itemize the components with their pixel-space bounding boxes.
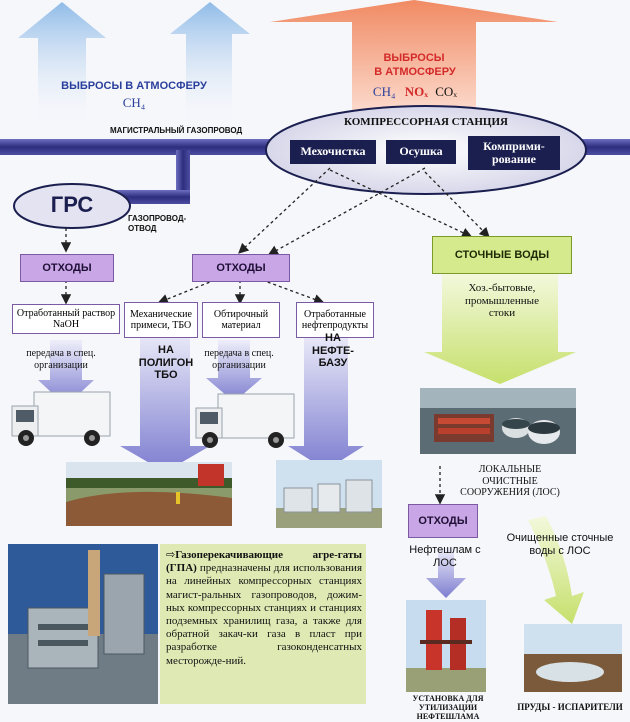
evaporation-ponds-photo xyxy=(524,624,622,692)
waste-box-1: ОТХОДЫ xyxy=(20,254,114,282)
grs-label: ГРС xyxy=(50,192,94,217)
emission-arrow-left-2 xyxy=(170,2,250,130)
truck-photo-2 xyxy=(195,393,295,448)
waste-box-3: ОТХОДЫ xyxy=(408,504,478,538)
waste-item-oil-products: Отработанные нефтепродукты xyxy=(296,302,374,338)
branch-pipe-label-line2: ОТВОД xyxy=(128,224,157,233)
landfill-photo xyxy=(66,462,232,526)
arrow-special-org-2 xyxy=(206,340,262,402)
main-pipeline-label: МАГИСТРАЛЬНЫЙ ГАЗОПРОВОД xyxy=(110,126,243,135)
step-compression: Комприми-рование xyxy=(468,136,560,170)
step-mechanical-cleaning: Мехочистка xyxy=(290,140,376,164)
truck-photo-1 xyxy=(11,391,111,446)
waste-item-naoh: Отработанный раствор NaOH xyxy=(12,304,120,334)
emission-left-gases: CH₄ xyxy=(122,95,146,110)
waste-item-mechanical: Механические примеси, ТБО xyxy=(124,302,198,338)
gpa-photo xyxy=(8,544,158,704)
flow-waste2-item1 xyxy=(157,279,216,304)
dest-special-org-1: передача в спец. организации xyxy=(26,348,96,371)
emission-arrow-right xyxy=(270,0,558,120)
emission-right-title-line1: ВЫБРОСЫ xyxy=(383,52,445,64)
emission-arrow-left xyxy=(18,2,106,130)
arrow-sludge xyxy=(426,548,466,598)
emission-right-gases: CH₄ NOₓ COₓ xyxy=(350,84,480,100)
flow-mech-waste xyxy=(238,167,331,254)
dest-special-org-2: передача в спец. организации xyxy=(204,348,274,371)
gpa-description-text: ⇨Газоперекачивающие агре-гаты (ГПА) пред… xyxy=(166,548,362,668)
treated-water-label: Очищенные сточные воды с ЛОС xyxy=(506,532,614,557)
dest-landfill: НА ПОЛИГОН ТБО xyxy=(138,344,194,382)
dest-oil-base: НА НЕФТЕ-БАЗУ xyxy=(312,332,354,370)
gas-cox: COₓ xyxy=(435,84,458,99)
gpa-description-title: Газоперекачивающие агре-гаты (ГПА) xyxy=(166,549,362,575)
branch-pipe-label-line1: ГАЗОПРОВОД- xyxy=(128,214,187,223)
branch-pipe-vertical xyxy=(176,150,190,202)
gas-nox: NOₓ xyxy=(404,84,428,99)
compressor-station-title: КОМПРЕССОРНАЯ СТАНЦИЯ xyxy=(344,116,508,128)
gpa-description-panel: ⇨Газоперекачивающие агре-гаты (ГПА) пред… xyxy=(160,544,366,704)
arrow-special-org-1 xyxy=(38,340,94,406)
emission-left-title: ВЫБРОСЫ В АТМОСФЕРУ xyxy=(61,80,207,92)
gpa-arrow-icon: ⇨ xyxy=(166,548,176,561)
arrow-oil-base xyxy=(288,330,364,470)
sludge-facility-photo xyxy=(406,600,486,692)
emission-right-title-line2: В АТМОСФЕРУ xyxy=(374,66,456,78)
grs-ellipse xyxy=(13,183,131,229)
flow-waste2-item3 xyxy=(261,279,325,305)
los-photo xyxy=(420,388,576,454)
wastewater-types: Хоз.-бытовые, промышленные стоки xyxy=(465,282,539,320)
waste-item-wiping: Обтирочный материал xyxy=(202,302,280,338)
arrow-treated-water xyxy=(528,516,584,624)
step-drying: Осушка xyxy=(386,140,456,164)
sludge-facility-label: УСТАНОВКА ДЛЯ УТИЛИЗАЦИИ НЕФТЕШЛАМА xyxy=(412,694,484,722)
arrow-landfill xyxy=(120,328,210,472)
wastewater-box: СТОЧНЫЕ ВОДЫ xyxy=(432,236,572,274)
arrow-wastewater xyxy=(424,274,576,384)
waste-box-2: ОТХОДЫ xyxy=(192,254,290,282)
flow-mech-wastewater xyxy=(329,169,473,238)
gpa-description-body: предназначены для использования на линей… xyxy=(166,562,362,667)
treatment-label: ЛОКАЛЬНЫЕ ОЧИСТНЫЕ СООРУЖЕНИЯ (ЛОС) xyxy=(460,464,560,498)
evaporation-ponds-label: ПРУДЫ - ИСПАРИТЕЛИ xyxy=(517,702,623,712)
gas-ch4: CH₄ xyxy=(372,84,396,99)
flow-comp-wastewater xyxy=(424,171,490,238)
sludge-label: Нефтешлам с ЛОС xyxy=(409,544,481,569)
branch-pipe-horizontal xyxy=(110,190,190,204)
oil-base-photo xyxy=(276,460,382,528)
